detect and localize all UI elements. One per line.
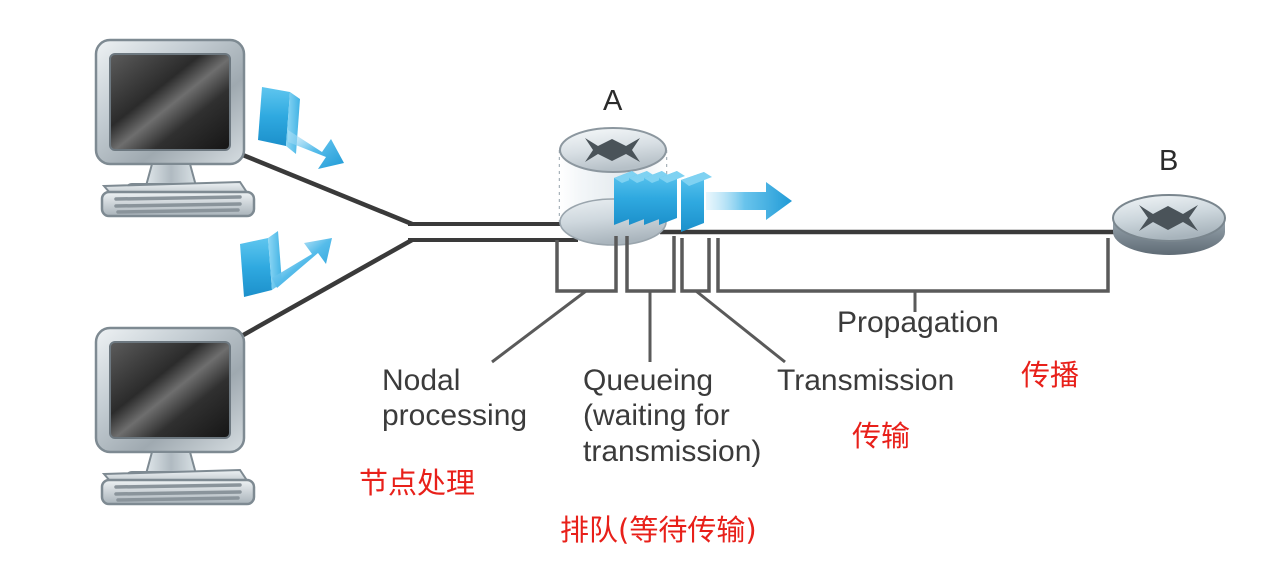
measure-brackets (555, 236, 1110, 293)
label-queueing-cn: 排队(等待传输) (560, 513, 757, 547)
leader-lines (491, 289, 917, 364)
label-queueing: Queueing (waiting for transmission) (583, 364, 762, 468)
router-x-icon (585, 138, 640, 162)
label-nodal-processing-cn: 节点处理 (359, 466, 476, 500)
router-x-icon-b (1139, 205, 1198, 231)
router-b-label: B (1159, 145, 1179, 177)
host-computer-bottom (94, 326, 256, 506)
packet-departing-arrow (706, 182, 792, 220)
label-propagation: Propagation (837, 306, 999, 339)
host-computer-top (94, 38, 256, 218)
packet-arrow-in-bottom (240, 231, 332, 297)
label-transmission-cn: 传输 (852, 419, 911, 453)
label-transmission: Transmission (777, 364, 955, 397)
transmitting-packet (681, 172, 712, 232)
label-nodal-processing: Nodal processing (382, 364, 528, 433)
router-a-label: A (603, 85, 623, 117)
packet-arrow-in-top (258, 87, 344, 169)
label-propagation-cn: 传播 (1021, 358, 1080, 392)
router-b (1112, 194, 1226, 255)
queued-packets (614, 171, 685, 225)
